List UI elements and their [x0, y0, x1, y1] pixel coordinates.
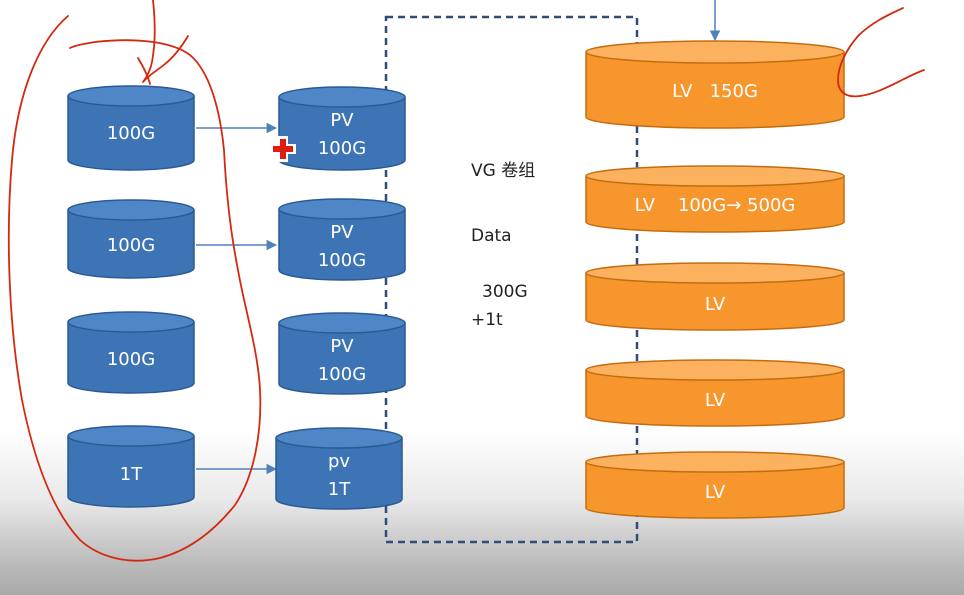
lv-1-label: LV 150G [672, 81, 758, 102]
lv-1: LV 150G [585, 40, 845, 129]
disk-2-label: 100G [107, 235, 155, 256]
disk-1-label: 100G [107, 123, 155, 144]
lv-2: LV 100G→ 500G [585, 165, 845, 233]
pv-3: PV 100G [278, 312, 406, 395]
pv-4-line2: 1T [328, 479, 351, 500]
lv-4: LV [585, 359, 845, 427]
lv-2-label: LV 100G→ 500G [635, 195, 796, 216]
check-annotation [142, 0, 189, 83]
lv-5: LV [585, 451, 845, 519]
vg-size: 300G [482, 282, 528, 302]
right-annotation [837, 7, 925, 98]
disk-3-label: 100G [107, 349, 155, 370]
pv-4: pv 1T [275, 427, 403, 510]
disk-4-label: 1T [120, 464, 143, 485]
disk-4: 1T [67, 425, 195, 508]
pv-2: PV 100G [278, 198, 406, 281]
pv-1-line1: PV [330, 110, 354, 131]
lv-4-label: LV [705, 390, 726, 411]
pv-2-line1: PV [330, 222, 354, 243]
pv-2-line2: 100G [318, 250, 366, 271]
vg-name: Data [471, 226, 512, 246]
pv-4-line1: pv [328, 451, 350, 472]
vg-box [384, 15, 639, 544]
disk-1: 100G [67, 85, 195, 171]
pv-3-line2: 100G [318, 364, 366, 385]
pv-1: PV 100G [278, 86, 406, 171]
vg-title: VG 卷组 [471, 161, 535, 181]
disk-3: 100G [67, 311, 195, 394]
lv-5-label: LV [705, 482, 726, 503]
lv-3: LV [585, 262, 845, 331]
lv-3-label: LV [705, 294, 726, 315]
pv-1-line2: 100G [318, 138, 366, 159]
circle-annotation [7, 15, 262, 562]
pv-3-line1: PV [330, 336, 354, 357]
hand-annotations [7, 0, 925, 562]
red-plus-icon [270, 136, 296, 162]
vg-extra: +1t [471, 310, 503, 330]
disk-2: 100G [67, 199, 195, 279]
